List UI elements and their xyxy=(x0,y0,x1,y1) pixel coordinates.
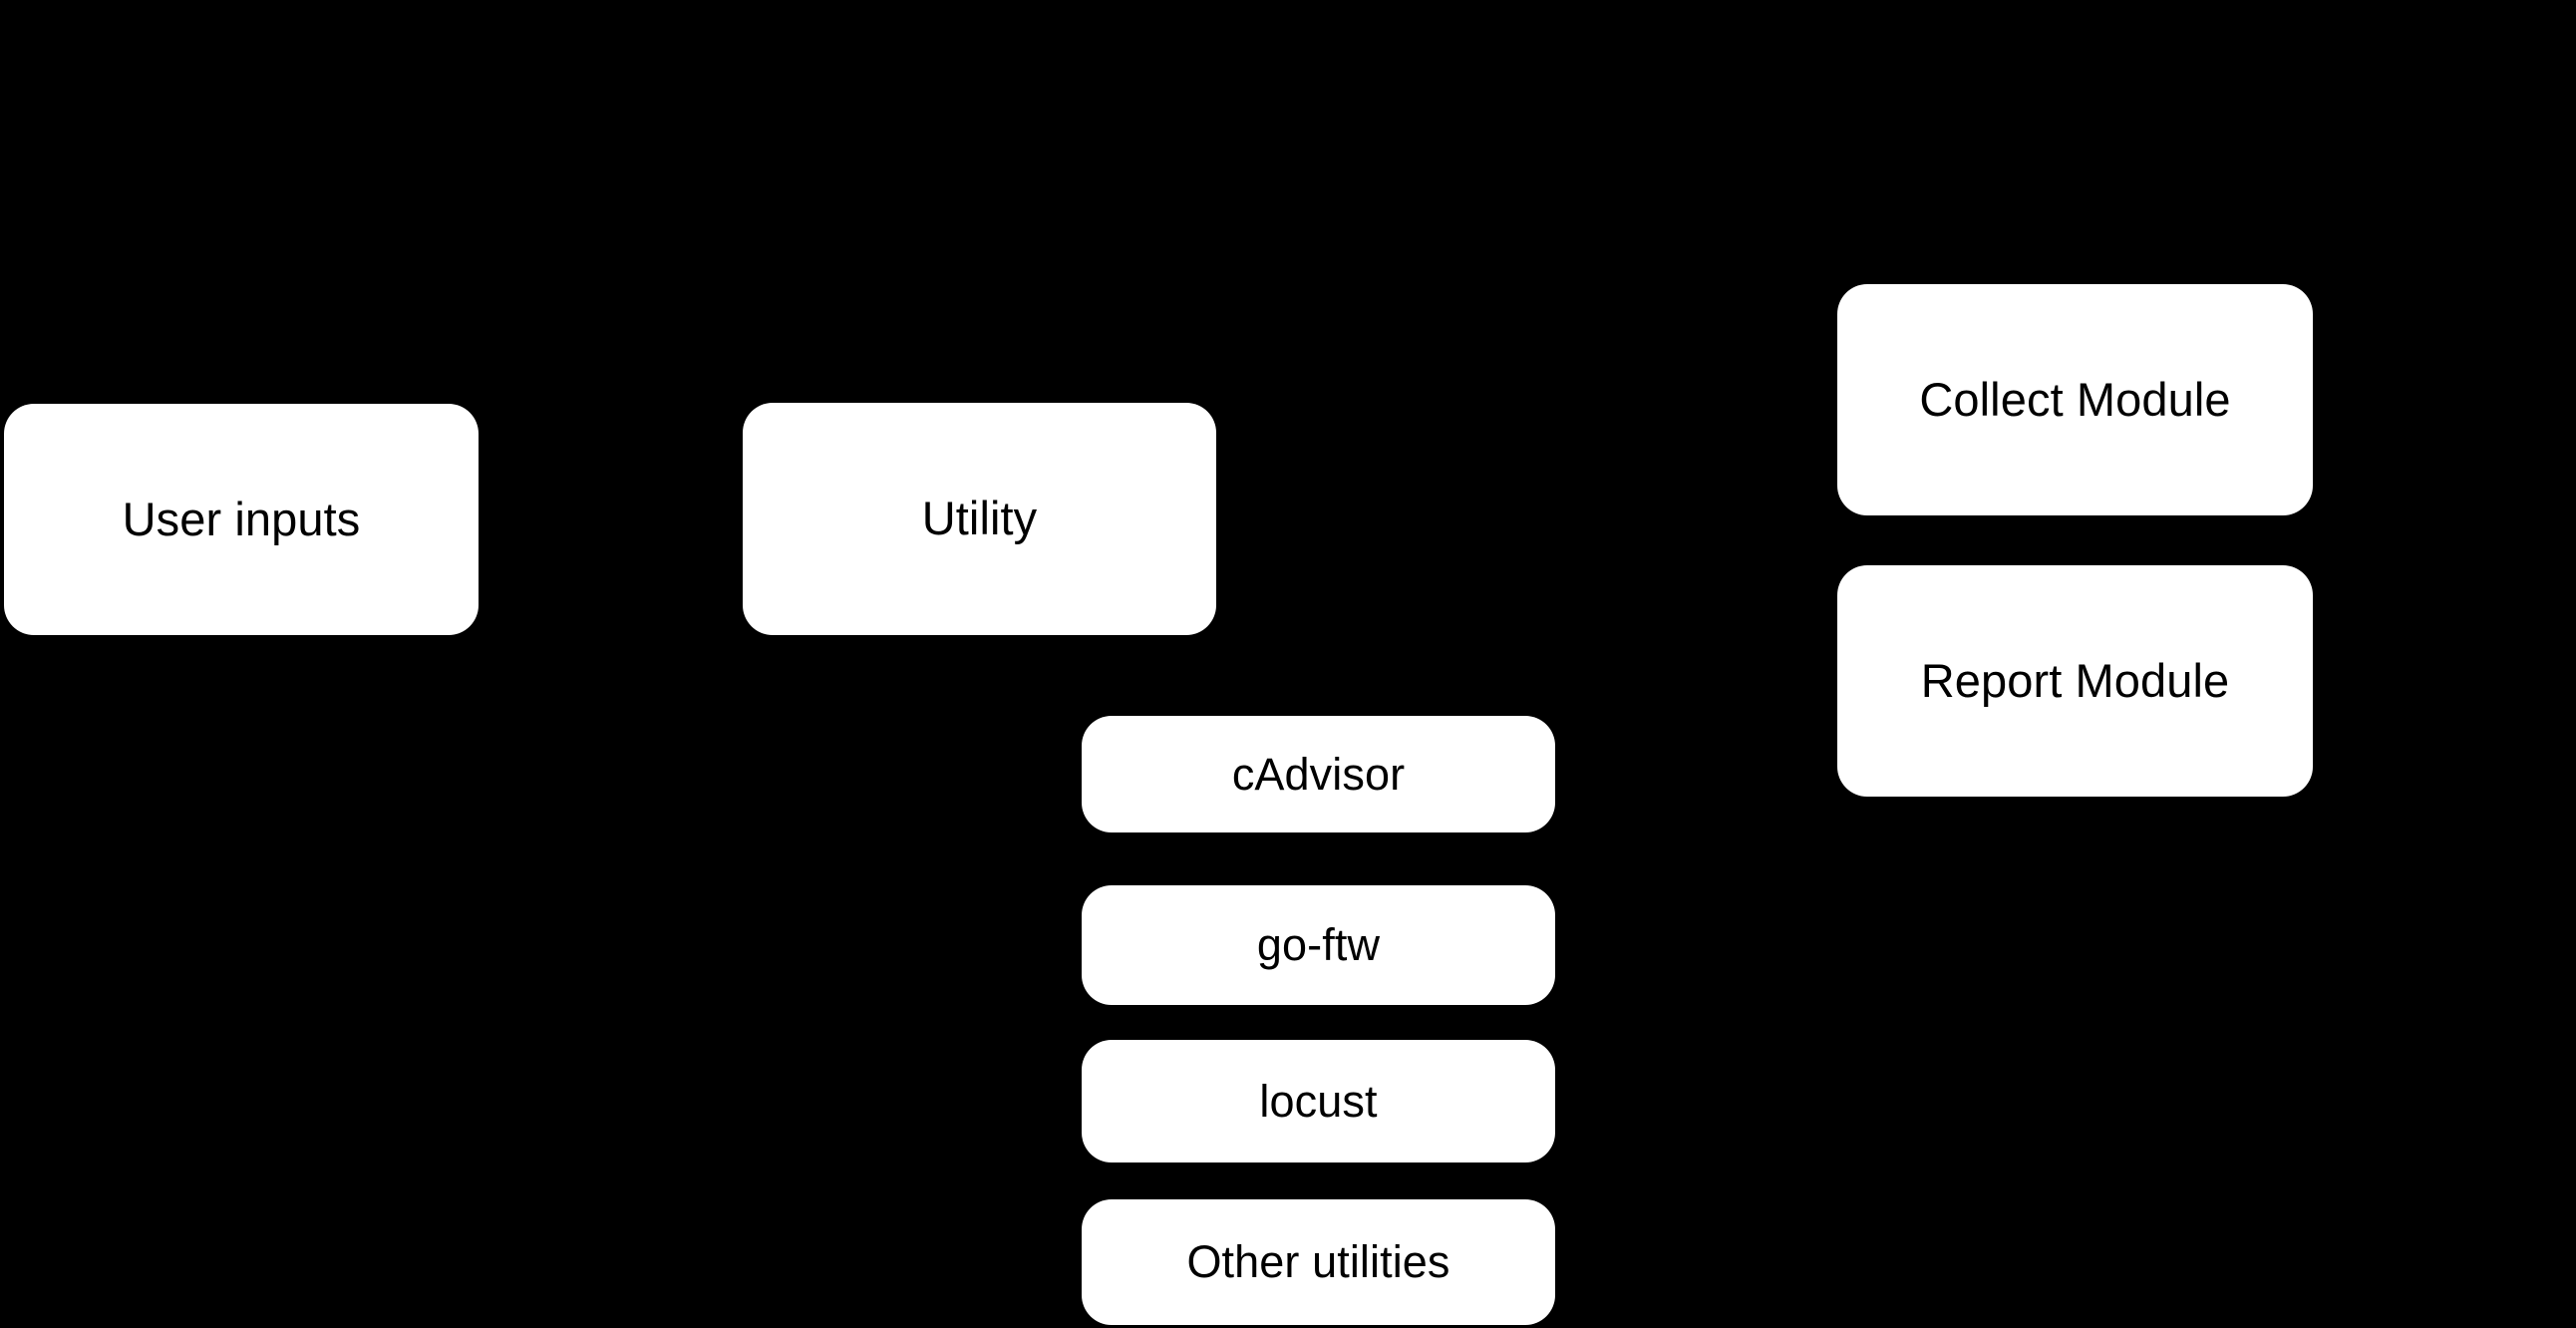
node-user-inputs-label: User inputs xyxy=(122,492,361,545)
node-other-utilities[interactable]: Other utilities xyxy=(1082,1199,1555,1325)
node-go-ftw-label: go-ftw xyxy=(1256,919,1381,971)
node-report-module-label: Report Module xyxy=(1920,653,2230,707)
node-other-utilities-label: Other utilities xyxy=(1186,1236,1450,1288)
node-go-ftw[interactable]: go-ftw xyxy=(1082,885,1555,1005)
node-cadvisor-label: cAdvisor xyxy=(1231,748,1406,800)
node-user-inputs[interactable]: User inputs xyxy=(4,404,479,635)
node-report-module[interactable]: Report Module xyxy=(1837,565,2313,797)
node-collect-module-label: Collect Module xyxy=(1919,372,2231,426)
node-locust[interactable]: locust xyxy=(1082,1040,1555,1162)
node-cadvisor[interactable]: cAdvisor xyxy=(1082,716,1555,832)
node-utility[interactable]: Utility xyxy=(743,403,1216,635)
node-utility-label: Utility xyxy=(921,492,1038,545)
node-locust-label: locust xyxy=(1259,1075,1378,1127)
node-collect-module[interactable]: Collect Module xyxy=(1837,284,2313,515)
